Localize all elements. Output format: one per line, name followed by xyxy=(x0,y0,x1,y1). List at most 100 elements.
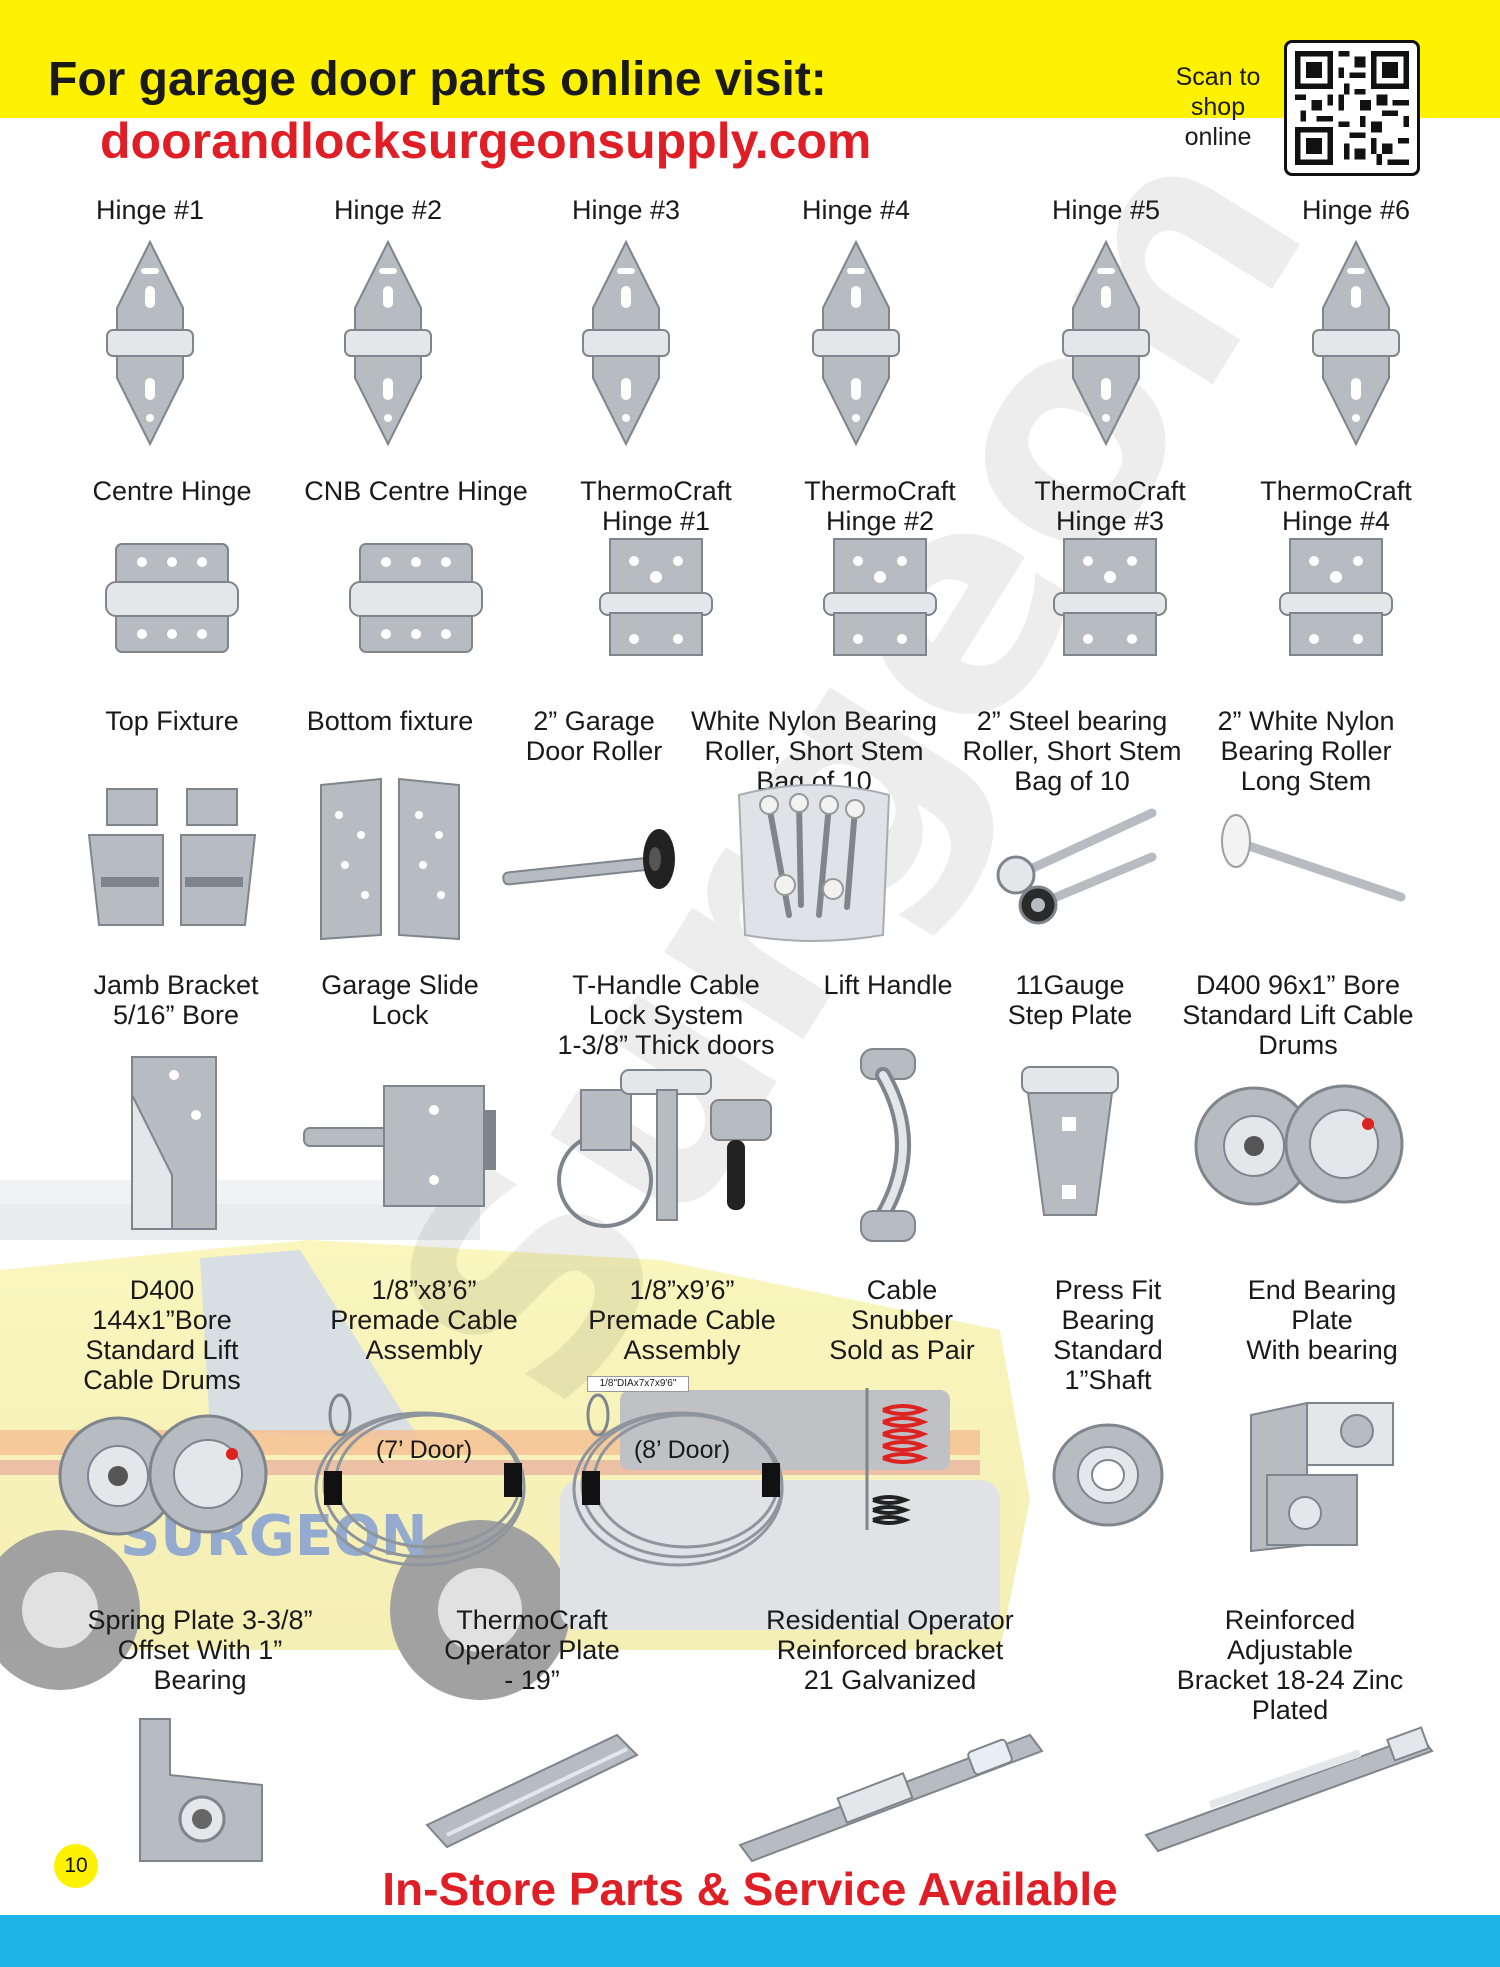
qr-code-icon[interactable] xyxy=(1284,40,1420,176)
product-label-line: Centre Hinge xyxy=(92,476,252,506)
product-label-line: Hinge #2 xyxy=(333,195,443,225)
product-label-line: Premade Cable xyxy=(588,1305,776,1335)
qr-code-graphic xyxy=(1295,51,1409,165)
product-label-line: Lock System xyxy=(588,1000,744,1030)
product-label-line: Lock xyxy=(371,1000,429,1030)
product-label-line: ThermoCraft xyxy=(1034,476,1186,506)
hinge-icon xyxy=(333,238,443,453)
product-label-line: Bearing xyxy=(153,1665,247,1695)
product-label-line: 2” White Nylon xyxy=(1217,706,1395,736)
product-label-line: Standard Lift Cable xyxy=(1182,1000,1414,1030)
operator-plate-icon xyxy=(417,1725,647,1860)
end-plate-icon xyxy=(1247,1395,1397,1560)
product-label-line: CNB Centre Hinge xyxy=(304,476,528,506)
product-label-line: Hinge #1 xyxy=(95,195,205,225)
product-label-line: Premade Cable xyxy=(330,1305,518,1335)
product-label-line: 2” Steel bearing xyxy=(976,706,1168,736)
adjustable-bracket-icon xyxy=(1140,1715,1440,1870)
slide-lock-icon xyxy=(300,1080,500,1215)
product-label-line: Bag of 10 xyxy=(1014,766,1130,796)
product-label-line: Operator Plate xyxy=(444,1635,620,1665)
product-label-line: Reinforced bracket xyxy=(776,1635,1004,1665)
bottom-fixture-icon xyxy=(315,775,465,950)
product-label: Hinge #6 xyxy=(1206,195,1500,225)
hinge-icon xyxy=(571,238,681,453)
product-label: CNB Centre Hinge xyxy=(266,476,566,506)
product-label-line: Offset With 1” xyxy=(117,1635,283,1665)
center-hinge-icon xyxy=(102,538,242,663)
product-label-line: Spring Plate 3-3/8” xyxy=(87,1605,313,1635)
page-number: 10 xyxy=(54,1844,98,1888)
drums-icon xyxy=(52,1410,272,1545)
product-label-line: ThermoCraft xyxy=(456,1605,608,1635)
product-label-line: 11Gauge xyxy=(1015,970,1125,1000)
roller-bag-icon xyxy=(729,775,899,950)
product-label-line: ThermoCraft xyxy=(580,476,732,506)
top-fixture-icon xyxy=(87,785,257,940)
scan-line: shop xyxy=(1190,93,1246,121)
product-label-line: 1/8”x9’6” xyxy=(629,1275,735,1305)
product-label-line: Snubber xyxy=(850,1305,954,1335)
lift-handle-icon xyxy=(853,1045,923,1250)
product-label-line: Hinge #2 xyxy=(825,506,935,536)
snubber-icon xyxy=(857,1380,947,1575)
bracket-hinge-icon xyxy=(1276,535,1396,665)
product-label-line: Bottom fixture xyxy=(306,706,474,736)
product-label-line: Hinge #4 xyxy=(1281,506,1391,536)
product-label: Hinge #4 xyxy=(706,195,1006,225)
roller-icon xyxy=(499,815,689,910)
operator-bracket-icon xyxy=(730,1715,1050,1870)
product-label-line: Hinge #3 xyxy=(1055,506,1165,536)
product-label-line: Sold as Pair xyxy=(829,1335,975,1365)
product-label-line: End Bearing xyxy=(1247,1275,1397,1305)
product-label: Hinge #5 xyxy=(956,195,1256,225)
product-label-line: Hinge #6 xyxy=(1301,195,1411,225)
product-label-line: 1/8”x8’6” xyxy=(371,1275,477,1305)
product-label-line: T-Handle Cable xyxy=(572,970,760,1000)
product-label-line: 1-3/8” Thick doors xyxy=(557,1030,775,1060)
product-label-line: Jamb Bracket xyxy=(93,970,259,1000)
product-label-line: 144x1”Bore xyxy=(92,1305,232,1335)
product-label-line: 5/16” Bore xyxy=(112,1000,240,1030)
product-label-line: Assembly xyxy=(623,1335,741,1365)
step-plate-icon xyxy=(1020,1065,1120,1230)
headline: For garage door parts online visit: xyxy=(48,53,827,106)
product-label-line: ThermoCraft xyxy=(1260,476,1412,506)
product-label: Hinge #1 xyxy=(0,195,300,225)
product-label: Spring Plate 3-3/8”Offset With 1”Bearing xyxy=(50,1605,350,1695)
product-label-line: Plate xyxy=(1291,1305,1353,1335)
product-label: Bottom fixture xyxy=(240,706,540,736)
product-label-line: Lift Handle xyxy=(823,970,953,1000)
product-label-line: Reinforced xyxy=(1224,1605,1356,1635)
product-label: Centre Hinge xyxy=(22,476,322,506)
nylon-roller-icon xyxy=(1206,805,1406,920)
product-label-line: Press Fit xyxy=(1054,1275,1162,1305)
product-label-line: Drums xyxy=(1258,1030,1338,1060)
product-label-line: Hinge #3 xyxy=(571,195,681,225)
product-label: Top Fixture xyxy=(22,706,322,736)
door-size-note: (8’ Door) xyxy=(633,1436,731,1464)
product-label-line: Standard Lift xyxy=(85,1335,239,1365)
product-label-line: 1”Shaft xyxy=(1064,1365,1152,1395)
jamb-bracket-icon xyxy=(116,1055,236,1240)
cable-icon xyxy=(304,1375,544,1580)
t-handle-icon xyxy=(551,1050,781,1245)
shop-url-link[interactable]: doorandlocksurgeonsupply.com xyxy=(100,113,872,169)
product-label: Lift Handle xyxy=(738,970,1038,1000)
product-label-line: Standard xyxy=(1053,1335,1163,1365)
